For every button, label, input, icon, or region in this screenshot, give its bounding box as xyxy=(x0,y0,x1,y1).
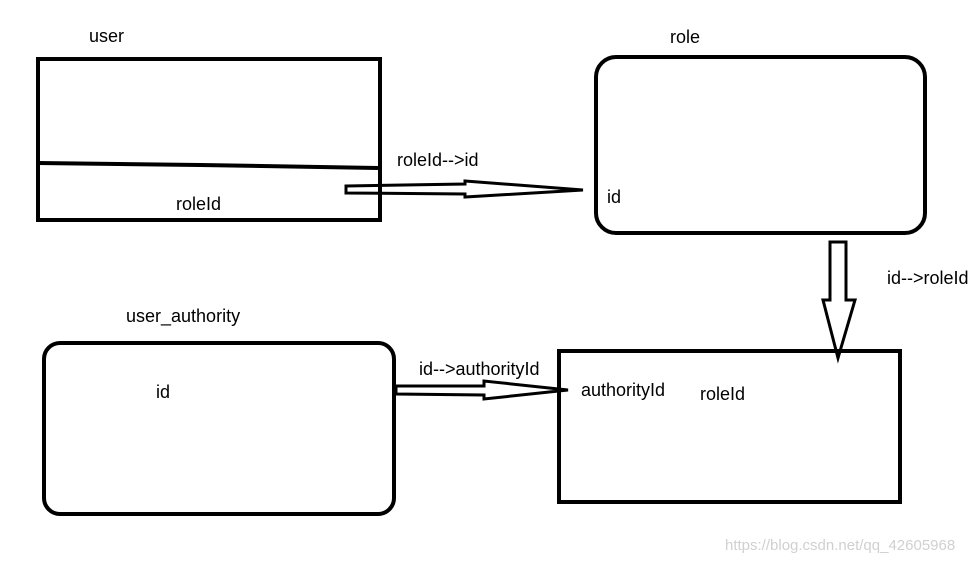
arrow-role-to-link xyxy=(821,240,858,364)
user-divider-line xyxy=(37,161,379,170)
relation-label-user-authority-to-link: id-->authorityId xyxy=(419,359,540,379)
role-entity-box xyxy=(594,55,927,235)
user-authority-entity-title: user_authority xyxy=(126,306,241,326)
authority-link-entity-box xyxy=(557,349,902,504)
relation-label-role-to-link: id-->roleId xyxy=(887,268,969,288)
arrow-user-authority-to-link xyxy=(394,379,569,401)
arrow-user-to-role xyxy=(344,179,584,199)
user-authority-entity-box xyxy=(42,341,396,516)
relation-label-user-to-role: roleId-->id xyxy=(397,150,479,170)
user-authority-id-field: id xyxy=(156,382,171,402)
source-watermark: https://blog.csdn.net/qq_42605968 xyxy=(725,537,956,554)
role-id-field: id xyxy=(607,187,622,207)
user-roleid-field: roleId xyxy=(176,194,222,214)
link-authorityid-field: authorityId xyxy=(581,380,666,400)
link-roleid-field: roleId xyxy=(700,384,746,404)
role-entity-title: role xyxy=(670,27,701,47)
user-entity-box xyxy=(36,57,382,222)
user-entity-title: user xyxy=(89,26,125,46)
